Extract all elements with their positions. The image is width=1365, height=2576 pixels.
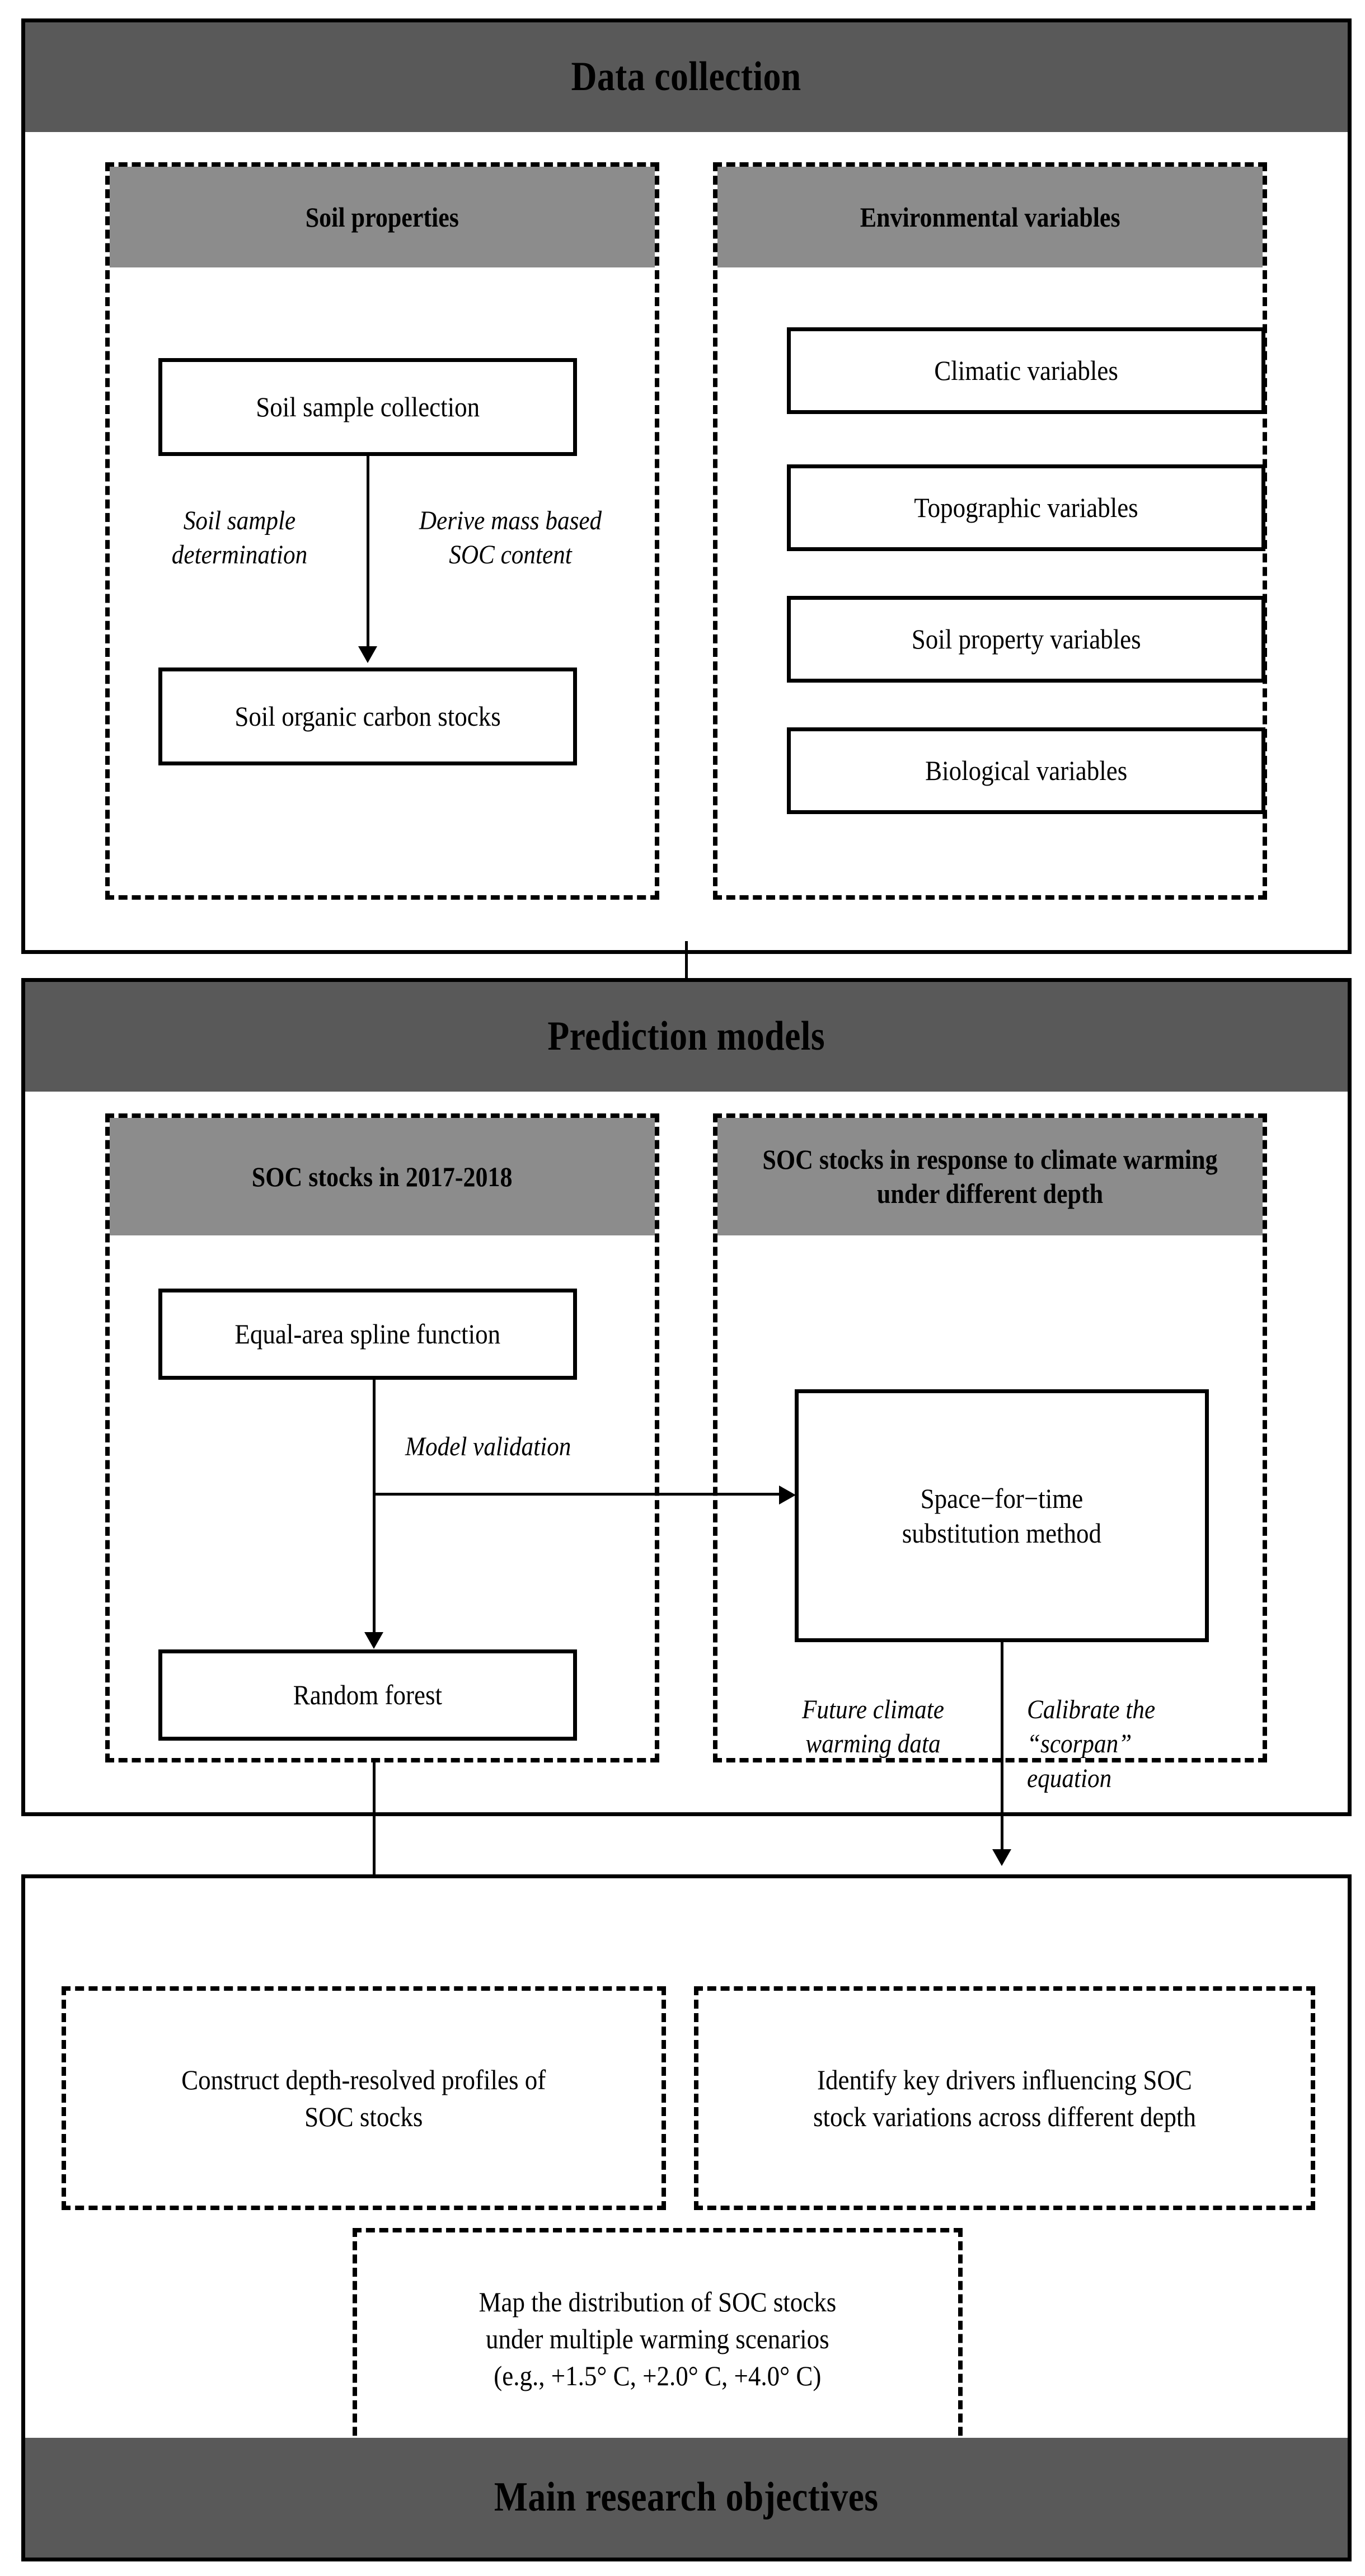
connector-spline-to-randomforest <box>373 1380 376 1637</box>
arrowhead-space-for-time <box>779 1486 796 1505</box>
node-random-forest-label: Random forest <box>293 1679 443 1711</box>
group-header-soc-response-warming: SOC stocks in response to climate warmin… <box>717 1118 1263 1235</box>
section-header-main-research-objectives: Main research objectives <box>25 2438 1348 2558</box>
section-title-data-collection: Data collection <box>571 54 802 100</box>
group-soc-stocks-2017-2018 <box>105 1113 659 1762</box>
node-soil-organic-carbon-stocks[interactable]: Soil organic carbon stocks <box>158 667 577 765</box>
arrowhead-section3-right <box>992 1849 1011 1866</box>
node-soil-property-variables-label: Soil property variables <box>911 623 1141 655</box>
node-soil-property-variables[interactable]: Soil property variables <box>787 596 1265 683</box>
edge-label-calibrate-scorpan-equation: Calibrate the“scorpan”equation <box>1027 1695 1156 1793</box>
group-header-environmental-variables-label: Environmental variables <box>860 201 1120 233</box>
edge-label-model-validation: Model validation <box>405 1432 571 1461</box>
section-header-prediction-models: Prediction models <box>25 982 1348 1092</box>
node-climatic-variables[interactable]: Climatic variables <box>787 327 1265 414</box>
node-soil-sample-collection-label: Soil sample collection <box>256 391 480 423</box>
node-topographic-variables-label: Topographic variables <box>914 492 1138 524</box>
connector-section1-to-section2 <box>685 941 688 1004</box>
group-header-soc-response-warming-label: SOC stocks in response to climate warmin… <box>762 1144 1218 1209</box>
node-soil-organic-carbon-stocks-label: Soil organic carbon stocks <box>234 701 501 732</box>
node-equal-area-spline-function-label: Equal-area spline function <box>234 1318 501 1350</box>
node-topographic-variables[interactable]: Topographic variables <box>787 464 1265 551</box>
group-header-soil-properties: Soil properties <box>110 167 655 267</box>
group-header-environmental-variables: Environmental variables <box>717 167 1263 267</box>
group-header-soil-properties-label: Soil properties <box>305 201 459 233</box>
section-header-data-collection: Data collection <box>25 22 1348 132</box>
node-biological-variables-label: Biological variables <box>925 755 1128 787</box>
group-header-soc-stocks-2017-2018-label: SOC stocks in 2017-2018 <box>252 1160 513 1192</box>
section-title-prediction-models: Prediction models <box>547 1013 825 1060</box>
node-biological-variables[interactable]: Biological variables <box>787 727 1265 814</box>
node-climatic-variables-label: Climatic variables <box>934 355 1118 387</box>
group-header-soc-stocks-2017-2018: SOC stocks in 2017-2018 <box>110 1118 655 1235</box>
group-soc-response-warming <box>713 1113 1267 1762</box>
connector-section2-to-section3-left <box>373 1762 376 1911</box>
group-soil-properties <box>105 162 659 900</box>
node-random-forest[interactable]: Random forest <box>158 1649 577 1741</box>
connector-spline-to-spacefortime <box>373 1493 783 1496</box>
node-equal-area-spline-function[interactable]: Equal-area spline function <box>158 1289 577 1380</box>
arrowhead-socstocks <box>358 646 377 663</box>
section-title-main-research-objectives: Main research objectives <box>494 2474 879 2521</box>
connector-soilsample-to-socstocks <box>367 456 369 652</box>
node-soil-sample-collection[interactable]: Soil sample collection <box>158 358 577 456</box>
arrowhead-random-forest <box>364 1632 383 1649</box>
connector-spacefortime-down <box>1001 1642 1003 1855</box>
